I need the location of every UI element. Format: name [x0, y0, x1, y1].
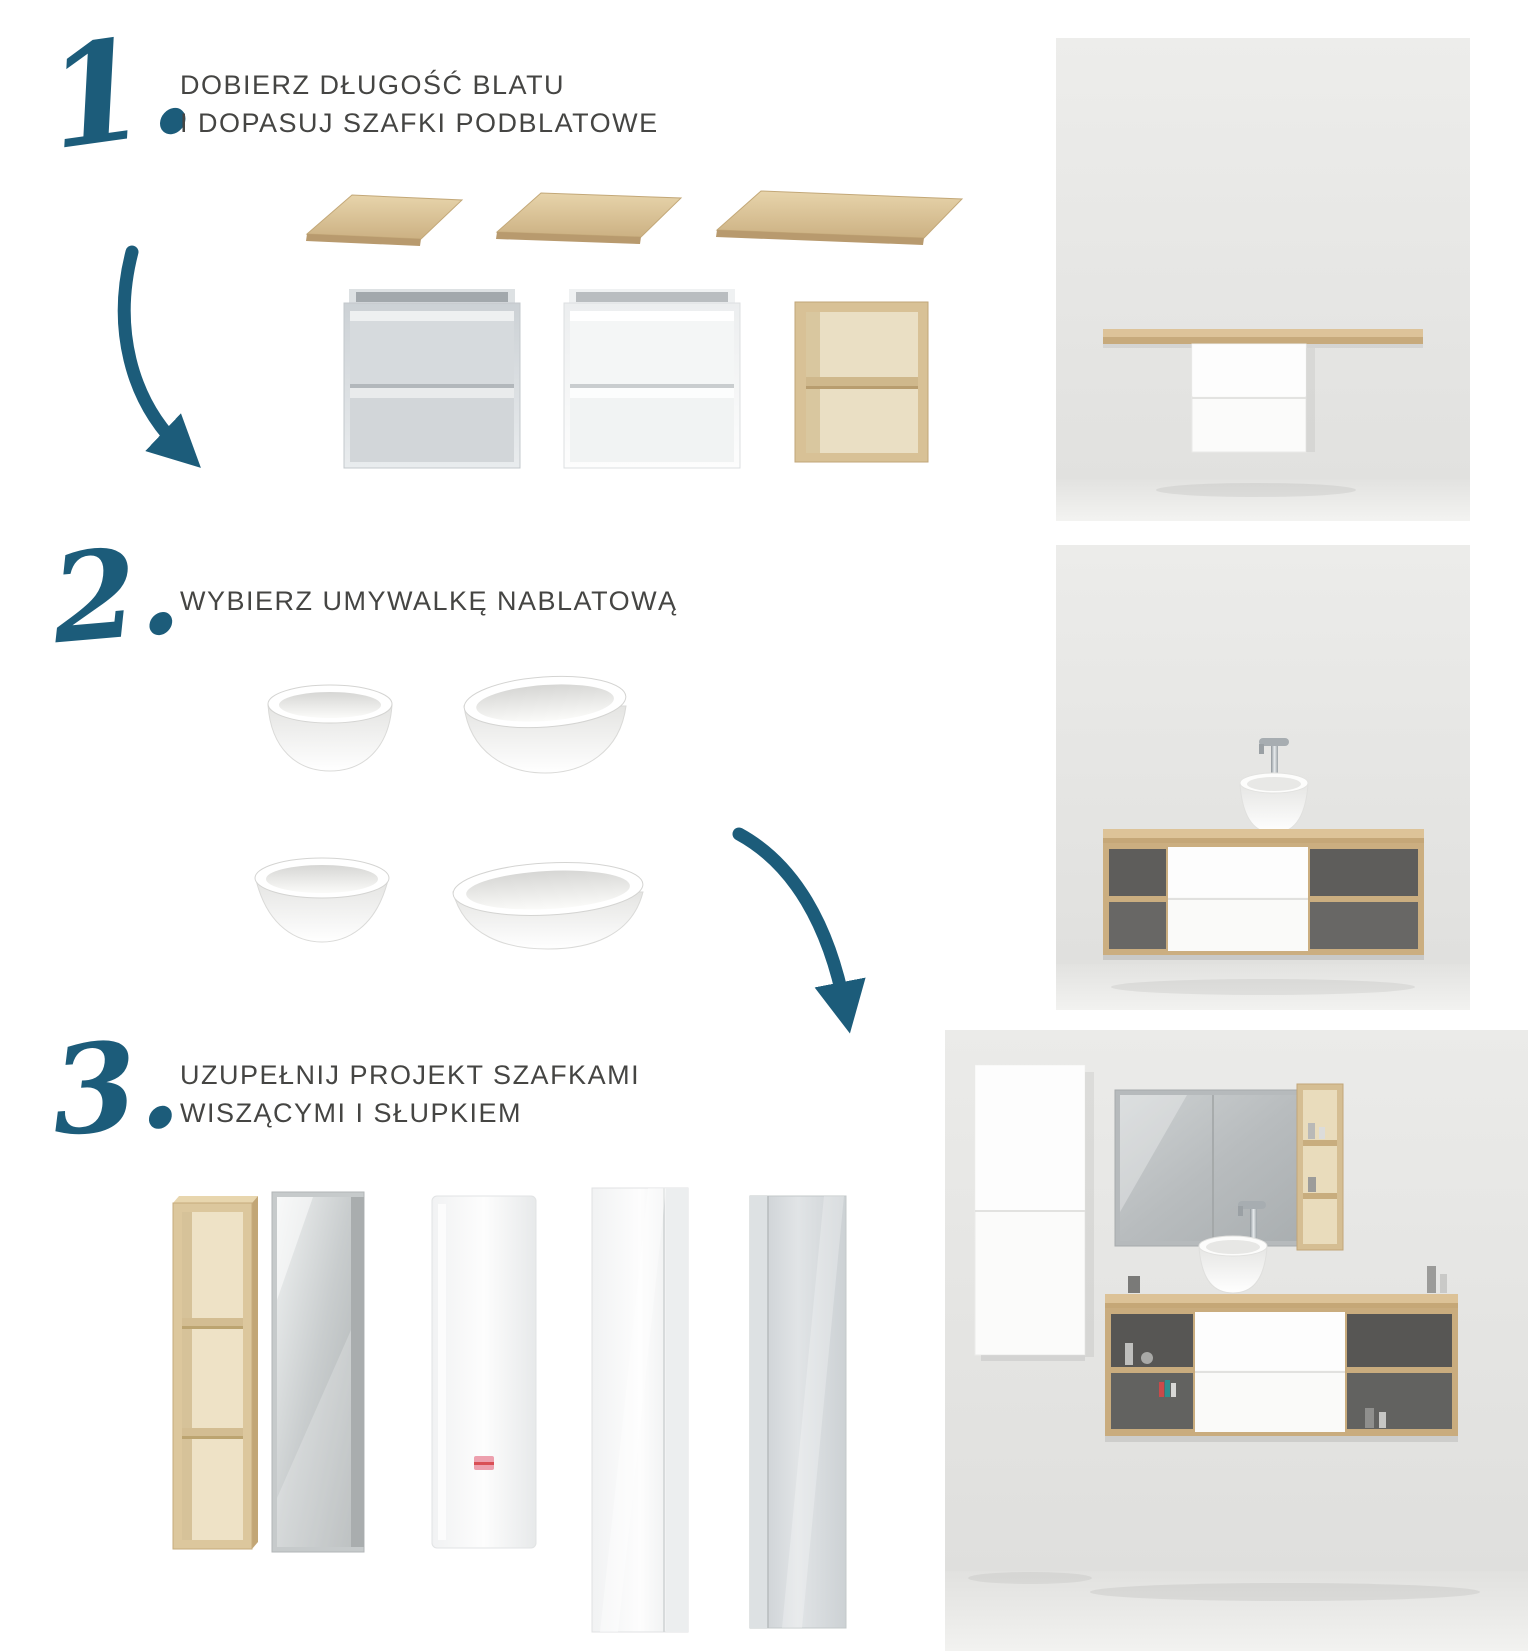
countertop-short: [305, 194, 464, 246]
undercounter-cabinet-gray: [343, 289, 521, 469]
photo3-counter-accessories: [1128, 1266, 1447, 1293]
countertop-basin-asymmetric: [452, 862, 644, 950]
step-1-title-line-1: DOBIERZ DŁUGOŚĆ BLATU: [180, 70, 566, 100]
photo3-counter-cabinet: [1105, 1294, 1458, 1442]
step-3-title-line-1: UZUPEŁNIJ PROJEKT SZAFKAMI: [180, 1060, 641, 1090]
photo-step-2: [1056, 545, 1470, 1010]
countertop-long: [715, 190, 964, 245]
photo3-basin: [1198, 1235, 1268, 1294]
step-2-number: 2.: [45, 516, 186, 672]
photo3-floor-shadow: [1090, 1583, 1480, 1601]
wall-shelf-column-wood: [172, 1196, 258, 1550]
photo2-cabinet: [1103, 829, 1424, 960]
photo2-faucet: [1259, 738, 1289, 788]
arrow-step2-icon: [732, 827, 866, 1034]
photo-step-1: [1056, 38, 1470, 521]
countertop-basin-oval: [463, 675, 627, 774]
photo1-floor-shadow: [1156, 483, 1356, 497]
photo3-wall-shelf-wood: [1296, 1083, 1344, 1251]
photo2-basin: [1239, 772, 1309, 834]
step-1-number: 1.: [37, 0, 203, 182]
wall-cabinet-white: [431, 1195, 537, 1549]
tall-column-white: [591, 1187, 689, 1633]
photo3-faucet: [1238, 1201, 1266, 1248]
step-3-number: 3.: [47, 1010, 185, 1164]
photo3-floor-shadow-left: [968, 1572, 1092, 1584]
mirror-cabinet: [271, 1191, 365, 1553]
step-2-title: WYBIERZ UMYWALKĘ NABLATOWĄ: [180, 582, 678, 620]
undercounter-cabinet-white: [563, 289, 741, 469]
step-3-title-line-2: WISZĄCYMI I SŁUPKIEM: [180, 1098, 523, 1128]
photo2-floor-shadow: [1111, 979, 1415, 995]
countertop-basin-round: [267, 684, 393, 772]
photo-step-3: [945, 1030, 1528, 1651]
step-1-title: DOBIERZ DŁUGOŚĆ BLATU I DOPASUJ SZAFKI P…: [180, 66, 659, 142]
photo3-tall-cabinet: [974, 1064, 1094, 1361]
countertop-medium: [495, 192, 683, 244]
arrow-step1-icon: [117, 245, 201, 468]
photo1-floor: [1056, 479, 1470, 521]
photo1-cabinet: [1191, 343, 1315, 453]
undercounter-open-cabinet-wood: [794, 301, 929, 463]
countertop-basin-cone: [254, 857, 390, 943]
photo2-floor: [1056, 964, 1470, 1010]
step-1-title-line-2: I DOPASUJ SZAFKI PODBLATOWE: [180, 108, 659, 138]
step-2-title-line-1: WYBIERZ UMYWALKĘ NABLATOWĄ: [180, 586, 678, 616]
tall-column-gray: [749, 1195, 847, 1629]
photo3-mirror-cabinet: [1114, 1089, 1312, 1247]
photo3-floor: [945, 1571, 1528, 1651]
step-3-title: UZUPEŁNIJ PROJEKT SZAFKAMI WISZĄCYMI I S…: [180, 1056, 640, 1132]
